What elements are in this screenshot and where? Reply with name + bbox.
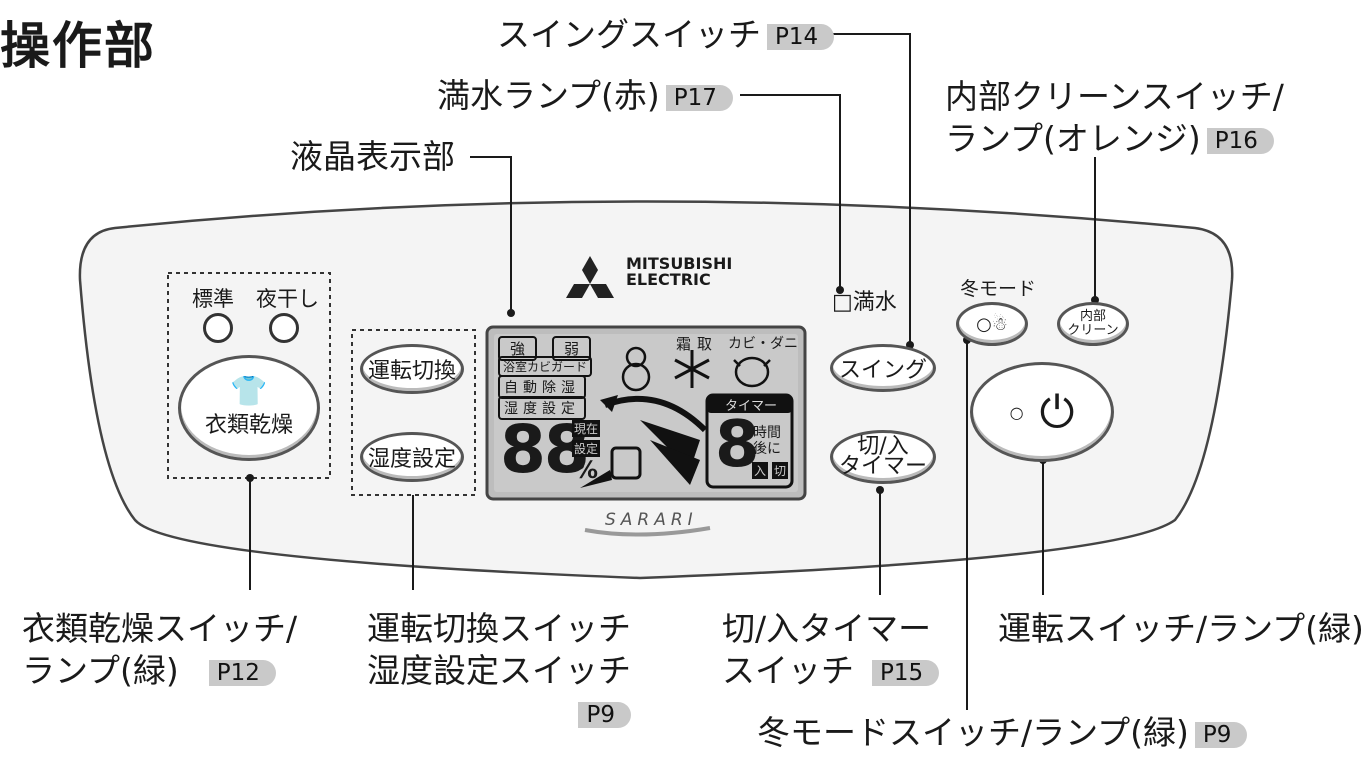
snowflake-icon	[674, 350, 710, 388]
lcd-hours-line1: 時間	[753, 425, 781, 441]
tank-indicator: □満水	[832, 290, 897, 315]
winter-switch-label: 冬モードスイッチ/ランプ(緑)P9	[757, 712, 1248, 754]
swing-label-text: スイングスイッチ	[497, 15, 761, 54]
lcd-screen	[494, 334, 798, 492]
tank-indicator-text: 満水	[852, 290, 897, 315]
sarari-swoosh	[584, 526, 711, 537]
timer-label-line1: 切/入タイマー	[722, 609, 932, 648]
swing-button[interactable]: スイング	[830, 344, 936, 392]
timer-page-ref: P15	[872, 659, 940, 686]
standard-lamp	[203, 313, 233, 343]
lcd-strong: 強	[498, 336, 538, 361]
lcd-defrost: 霜取	[676, 335, 719, 353]
winter-mode-label: 冬モード	[960, 278, 1037, 300]
clothes-switch-label: 衣類乾燥スイッチ/ ランプ(緑) P12	[22, 608, 297, 692]
brand-logo: MITSUBISHI ELECTRIC	[626, 256, 732, 288]
lcd-hours-line2: 後に	[753, 441, 781, 457]
snowman-icon	[621, 346, 651, 392]
power-lamp-icon: ○	[1009, 402, 1024, 422]
mode-label-line2: 湿度設定スイッチ	[367, 651, 631, 690]
night-lamp	[269, 313, 299, 343]
timer-label-line2: スイッチ	[722, 651, 854, 690]
inner-clean-button[interactable]: 内部 クリーン	[1057, 302, 1129, 346]
lamp-standard-label: 標準	[192, 287, 234, 311]
lamp-night-label: 夜干し	[256, 287, 319, 311]
lcd-set: 設定	[572, 440, 601, 457]
clean-page-ref: P16	[1206, 127, 1274, 154]
lcd-on: 入	[752, 462, 769, 479]
winter-label-text: 冬モードスイッチ/ランプ(緑)	[757, 713, 1189, 752]
mode-switch-button[interactable]: 運転切換	[360, 344, 464, 394]
swing-page-ref: P14	[767, 23, 835, 50]
inner-clean-line2: クリーン	[1067, 323, 1119, 338]
leader-lines	[249, 33, 1096, 710]
mode-switch-label: 運転切換スイッチ 湿度設定スイッチ P9	[367, 608, 631, 734]
lcd-auto-dehumid: 自動除湿	[498, 375, 586, 399]
clothes-label-line2: ランプ(緑)	[22, 651, 179, 690]
winter-mode-button[interactable]: ○☃	[956, 302, 1028, 346]
lcd-hours: 時間 後に	[753, 425, 781, 457]
timer-button[interactable]: 切/入 タイマー	[830, 430, 936, 484]
mitsubishi-logo-icon	[566, 256, 614, 298]
tank-lamp-label: 満水ランプ(赤)P17	[437, 75, 733, 117]
mode-page-ref: P9	[578, 701, 631, 728]
clothes-dry-button-label: 衣類乾燥	[204, 413, 293, 438]
humidity-set-button[interactable]: 湿度設定	[360, 432, 464, 482]
power-icon: ⏻	[1039, 386, 1075, 438]
fan-graphic-icon	[580, 395, 708, 488]
clean-switch-label: 内部クリーンスイッチ/ ランプ(オレンジ)P16	[945, 76, 1284, 160]
shirt-icon: 👕	[230, 374, 268, 409]
timer-switch-label: 切/入タイマー スイッチ P15	[722, 608, 940, 692]
winter-lamp-icon: ○☃	[976, 313, 1008, 335]
page-title: 操作部	[0, 17, 156, 75]
lcd-weak: 弱	[552, 336, 592, 361]
tank-label-text: 満水ランプ(赤)	[437, 76, 660, 115]
power-button[interactable]: ○ ⏻	[970, 362, 1114, 462]
lcd-percent: %	[574, 456, 599, 484]
power-switch-label: 運転スイッチ/ランプ(緑)	[998, 609, 1361, 648]
tank-page-ref: P17	[665, 84, 733, 111]
timer-button-line1: 切/入	[857, 434, 909, 459]
brand-line1: MITSUBISHI	[626, 254, 733, 273]
lcd-timer-header: タイマー	[725, 399, 778, 414]
lcd-now: 現在	[572, 420, 601, 437]
clothes-dry-button[interactable]: 👕 衣類乾燥	[178, 355, 320, 461]
mite-icon	[733, 356, 771, 388]
clean-label-line2: ランプ(オレンジ)	[945, 119, 1201, 158]
lcd-off: 切	[772, 462, 789, 479]
lcd-bath-guard: 浴室カビガード	[498, 356, 593, 377]
clothes-label-line1: 衣類乾燥スイッチ/	[22, 609, 298, 648]
lcd-mite: カビ・ダニ	[728, 336, 798, 352]
timer-button-line2: タイマー	[838, 454, 927, 479]
lcd-label: 液晶表示部	[290, 137, 455, 176]
brand-line2: ELECTRIC	[626, 270, 711, 289]
clean-label-line1: 内部クリーンスイッチ/	[945, 77, 1284, 116]
lcd-humidity-set: 湿度設定	[498, 396, 586, 420]
winter-page-ref: P9	[1194, 721, 1248, 748]
mode-label-line1: 運転切換スイッチ	[367, 609, 631, 648]
clothes-page-ref: P12	[208, 659, 276, 686]
series-name: SARARI	[605, 510, 698, 530]
inner-clean-line1: 内部	[1079, 309, 1106, 324]
